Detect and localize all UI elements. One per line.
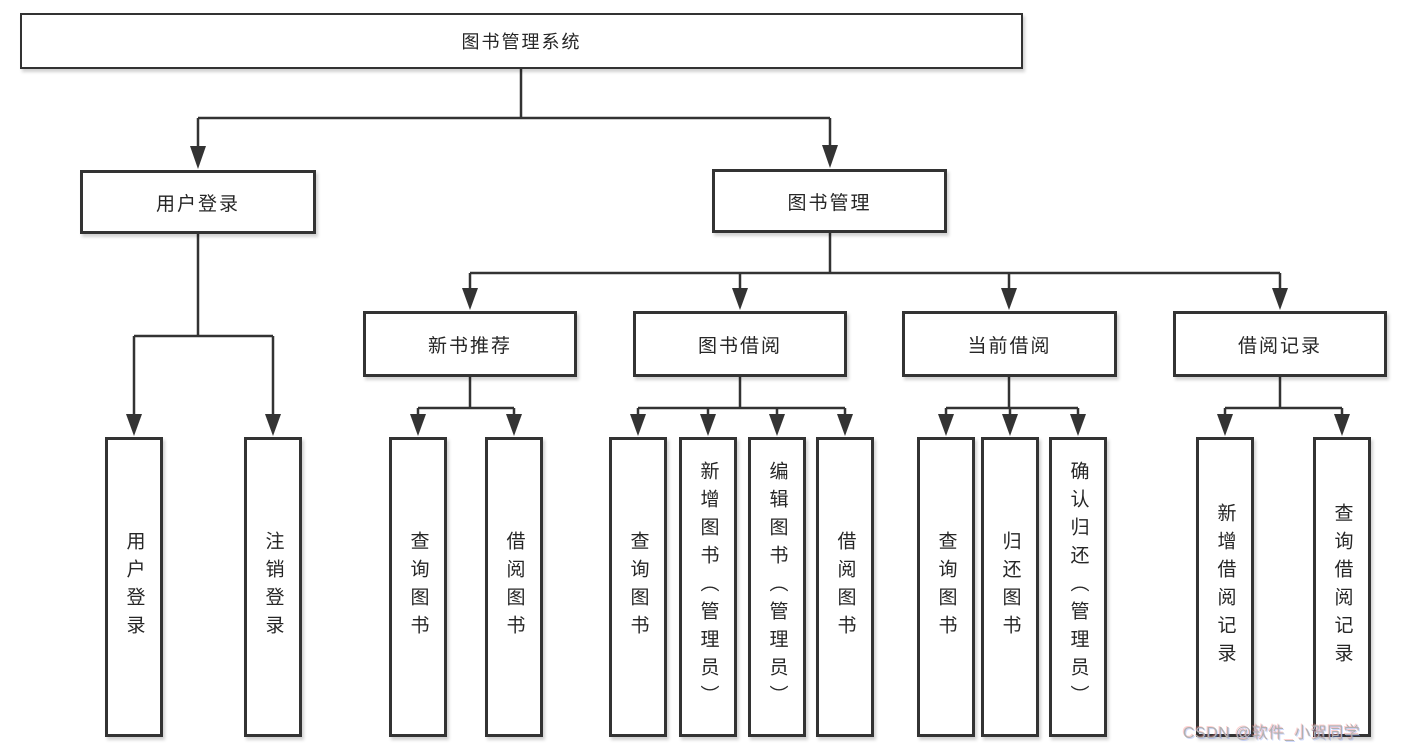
node-new-book-recommend-label: 新书推荐 <box>427 335 512 357</box>
leaf-edit-books-admin: 编辑图书（管理员） <box>748 437 806 737</box>
leaf-edit-books-admin-label: 编辑图书（管理员） <box>766 461 788 713</box>
node-root-system-label: 图书管理系统 <box>461 32 582 52</box>
node-current-borrowing: 当前借阅 <box>902 311 1117 377</box>
node-user-login-label: 用户登录 <box>155 193 240 215</box>
leaf-query-borrow-record-label: 查询借阅记录 <box>1331 503 1353 671</box>
connector-borrow-records-to-leaves <box>1223 377 1344 416</box>
leaf-logout-label: 注销登录 <box>262 531 284 643</box>
leaf-query-books-recommend: 查询图书 <box>389 437 447 737</box>
leaf-add-borrow-record-label: 新增借阅记录 <box>1214 503 1236 671</box>
leaf-confirm-return-admin: 确认归还（管理员） <box>1049 437 1107 737</box>
node-current-borrowing-label: 当前借阅 <box>967 335 1052 357</box>
leaf-return-books: 归还图书 <box>981 437 1039 737</box>
connector-new-book-to-leaves <box>416 377 516 416</box>
leaf-query-borrow-record: 查询借阅记录 <box>1313 437 1371 737</box>
node-book-management-label: 图书管理 <box>787 192 872 214</box>
node-book-management: 图书管理 <box>712 169 947 233</box>
leaf-user-login: 用户登录 <box>105 437 163 737</box>
csdn-watermark: CSDN @软件_小贺同学 <box>1183 725 1361 742</box>
leaf-query-books-borrowing: 查询图书 <box>609 437 667 737</box>
leaf-query-books-borrowing-label: 查询图书 <box>627 531 649 643</box>
connector-current-borrow-to-leaves <box>944 377 1080 416</box>
leaf-borrow-books-borrowing-label: 借阅图书 <box>834 531 856 643</box>
connector-root-to-level1 <box>196 69 832 148</box>
leaf-add-books-admin-label: 新增图书（管理员） <box>697 461 719 713</box>
leaf-user-login-label: 用户登录 <box>123 531 145 643</box>
node-root-system: 图书管理系统 <box>20 13 1023 69</box>
leaf-borrow-books-borrowing: 借阅图书 <box>816 437 874 737</box>
node-book-borrowing-label: 图书借阅 <box>697 335 782 357</box>
leaf-query-books-current-label: 查询图书 <box>935 531 957 643</box>
node-borrowing-records: 借阅记录 <box>1173 311 1387 377</box>
node-borrowing-records-label: 借阅记录 <box>1237 335 1322 357</box>
leaf-confirm-return-admin-label: 确认归还（管理员） <box>1067 461 1089 713</box>
leaf-borrow-books-recommend-label: 借阅图书 <box>503 531 525 643</box>
leaf-add-borrow-record: 新增借阅记录 <box>1196 437 1254 737</box>
arrowheads <box>126 145 1350 436</box>
leaf-add-books-admin: 新增图书（管理员） <box>679 437 737 737</box>
node-new-book-recommend: 新书推荐 <box>363 311 577 377</box>
leaf-query-books-recommend-label: 查询图书 <box>407 531 429 643</box>
connector-book-mgmt-to-categories <box>468 233 1282 290</box>
connector-user-login-to-leaves <box>132 234 275 416</box>
leaf-logout: 注销登录 <box>244 437 302 737</box>
connector-book-borrow-to-leaves <box>636 377 847 416</box>
node-user-login: 用户登录 <box>80 170 316 234</box>
leaf-return-books-label: 归还图书 <box>999 531 1021 643</box>
leaf-borrow-books-recommend: 借阅图书 <box>485 437 543 737</box>
leaf-query-books-current: 查询图书 <box>917 437 975 737</box>
node-book-borrowing: 图书借阅 <box>633 311 847 377</box>
